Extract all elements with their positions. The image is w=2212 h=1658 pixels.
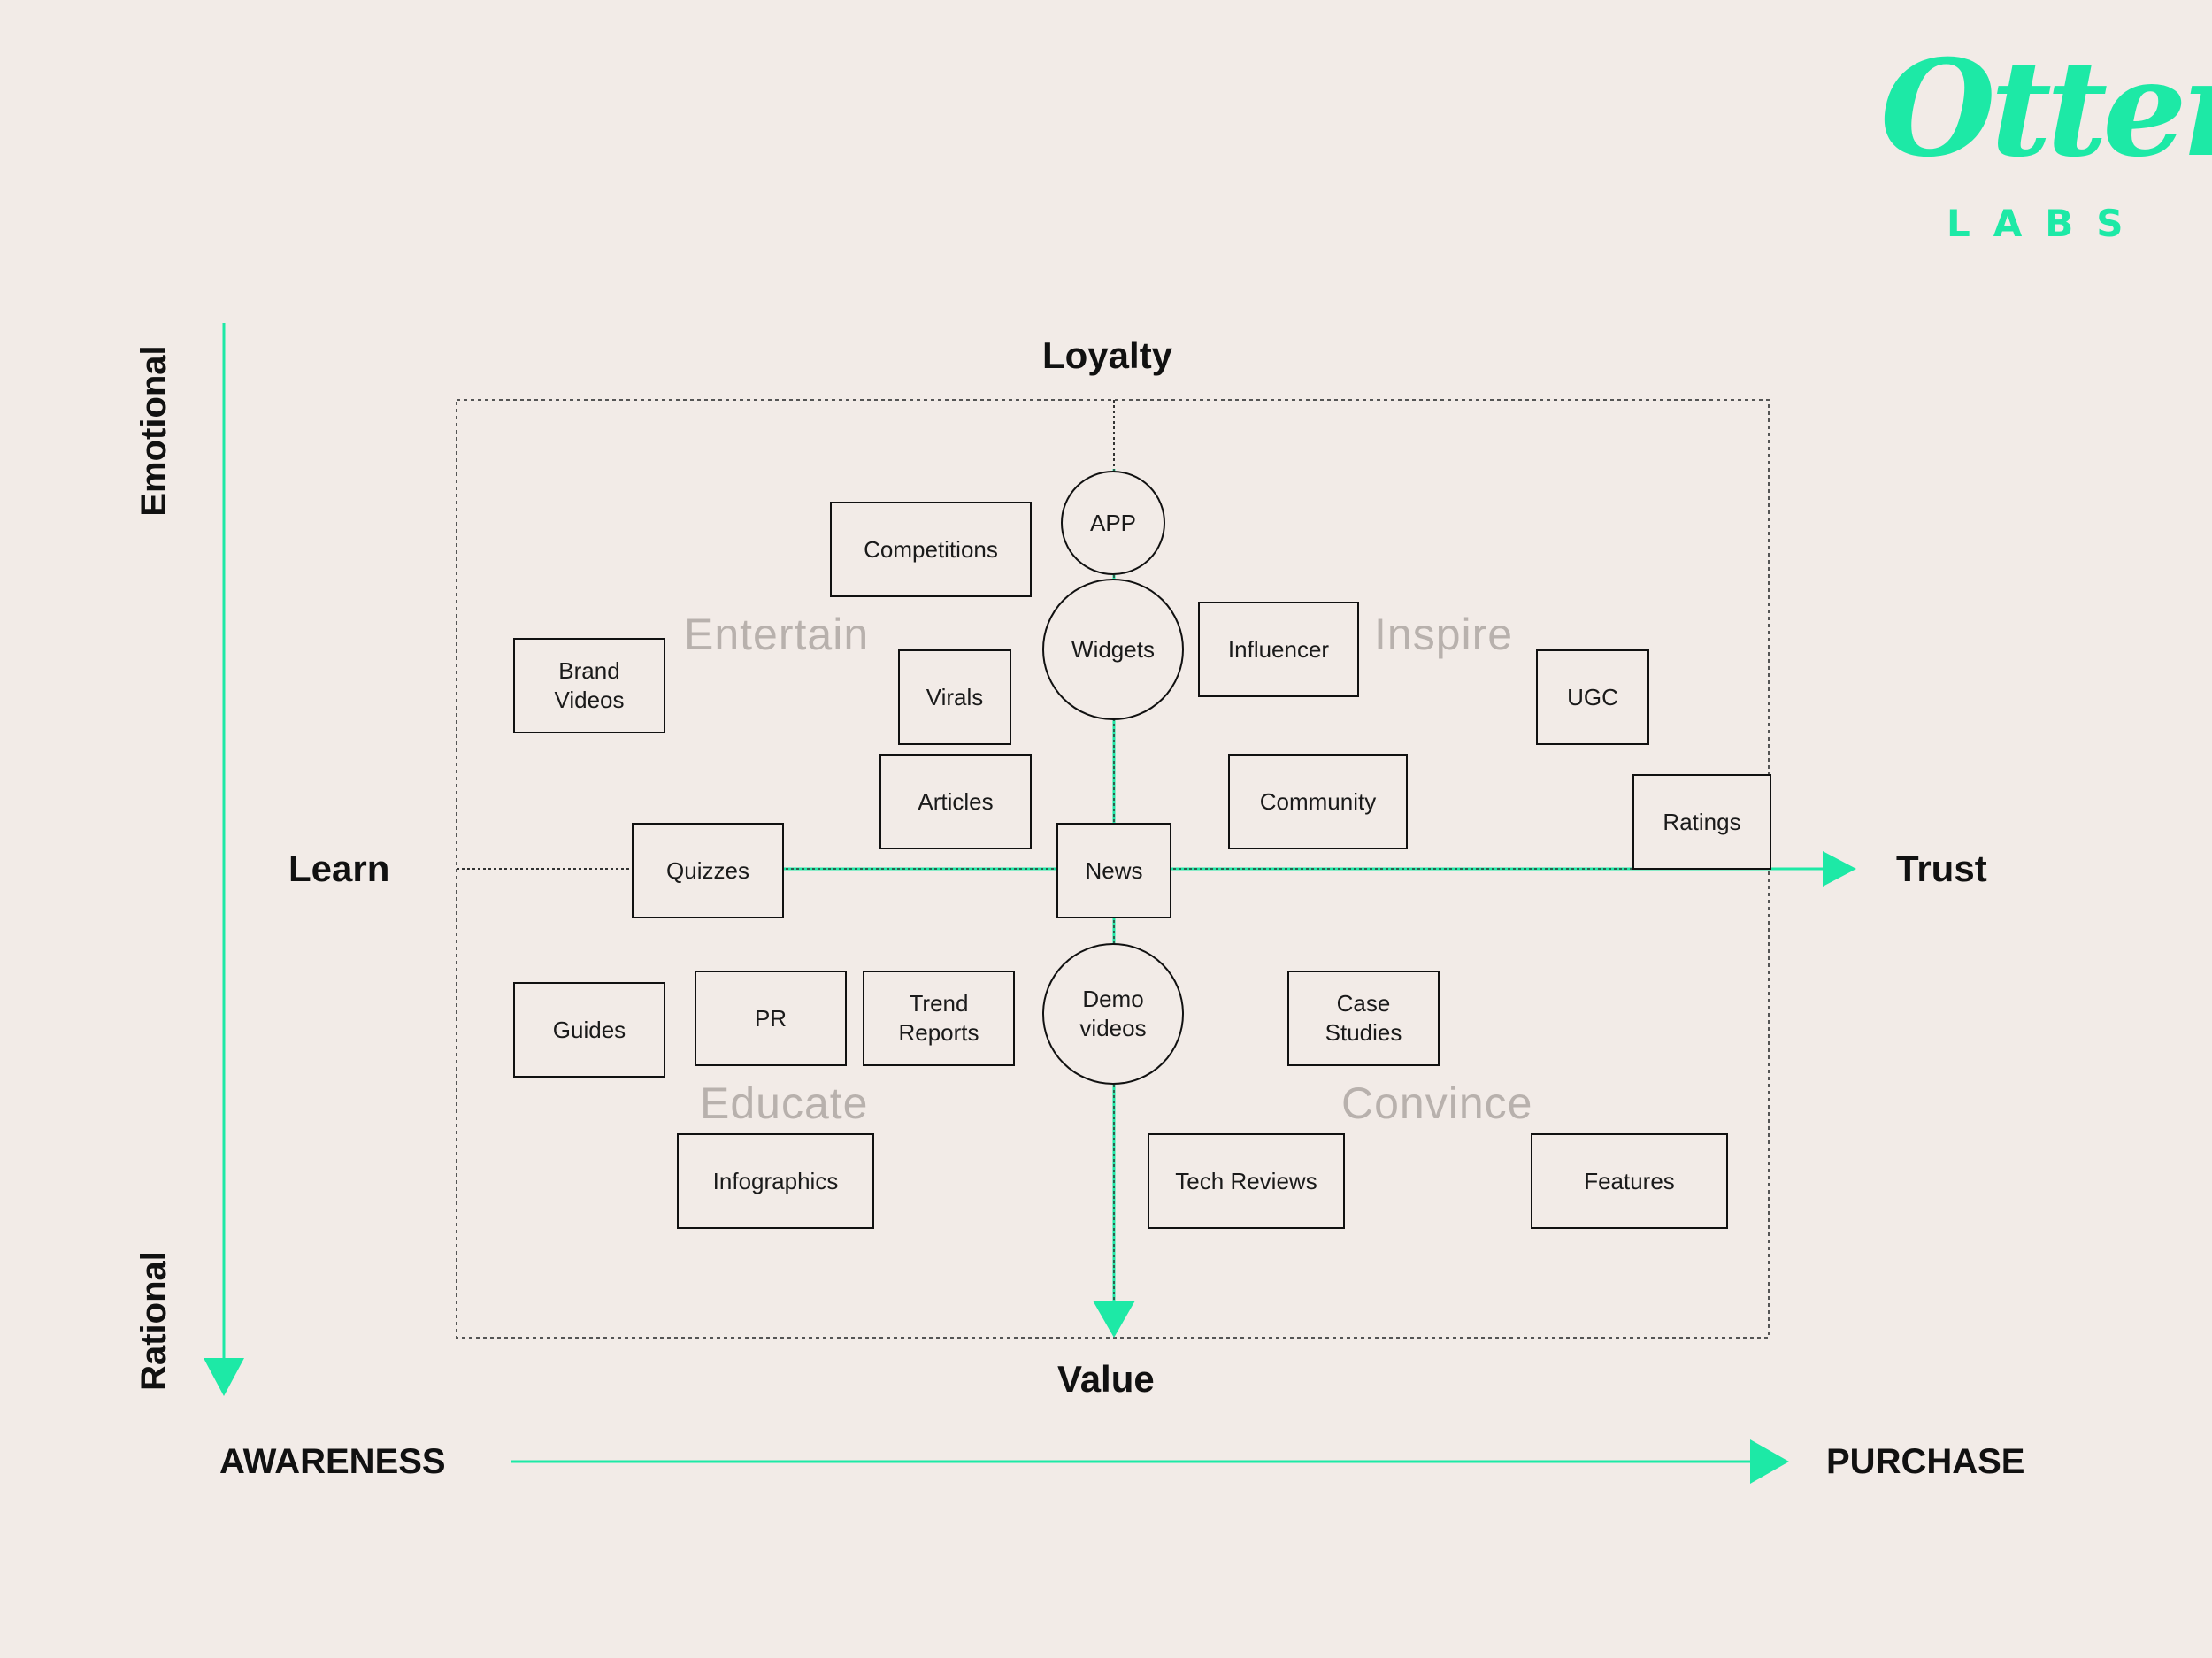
quadrant-label-inspire: Inspire xyxy=(1374,610,1514,659)
item-influencer: Influencer xyxy=(1198,602,1359,697)
labs-logo-sub: LABS xyxy=(1947,202,2147,245)
rational-arrowhead xyxy=(204,1358,244,1396)
item-case-studies: Case Studies xyxy=(1287,971,1440,1066)
axis-label-emotional: Emotional xyxy=(134,345,173,517)
item-competitions: Competitions xyxy=(830,502,1032,597)
quadrant-label-educate: Educate xyxy=(700,1078,869,1128)
quadrant-label-entertain: Entertain xyxy=(684,610,870,659)
item-demo-videos: Demo videos xyxy=(1042,943,1184,1085)
item-quizzes: Quizzes xyxy=(632,823,784,918)
item-app: APP xyxy=(1061,471,1165,575)
item-features: Features xyxy=(1531,1133,1728,1229)
item-widgets: Widgets xyxy=(1042,579,1184,720)
item-guides: Guides xyxy=(513,982,665,1078)
item-pr: PR xyxy=(695,971,847,1066)
axis-label-rational: Rational xyxy=(134,1251,173,1391)
item-ugc: UGC xyxy=(1536,649,1649,745)
item-brand-videos: Brand Videos xyxy=(513,638,665,733)
purchase-arrowhead xyxy=(1750,1439,1789,1484)
funnel-label-purchase: PURCHASE xyxy=(1826,1442,2025,1481)
item-ratings: Ratings xyxy=(1632,774,1771,870)
item-tech-reviews: Tech Reviews xyxy=(1148,1133,1345,1229)
item-news: News xyxy=(1056,823,1171,918)
funnel-label-awareness: AWARENESS xyxy=(219,1442,446,1481)
item-articles: Articles xyxy=(879,754,1032,849)
trust-arrowhead xyxy=(1823,851,1856,887)
otter-logo-word: Otter xyxy=(1880,31,2212,187)
item-trend-reports: Trend Reports xyxy=(863,971,1015,1066)
axis-label-loyalty: Loyalty xyxy=(1042,334,1173,376)
item-virals: Virals xyxy=(898,649,1011,745)
quadrant-label-convince: Convince xyxy=(1341,1078,1533,1128)
axis-label-learn: Learn xyxy=(288,848,390,889)
value-arrowhead xyxy=(1093,1301,1135,1338)
item-infographics: Infographics xyxy=(677,1133,874,1229)
axis-label-trust: Trust xyxy=(1896,848,1987,889)
axis-label-value: Value xyxy=(1057,1358,1155,1400)
item-community: Community xyxy=(1228,754,1408,849)
